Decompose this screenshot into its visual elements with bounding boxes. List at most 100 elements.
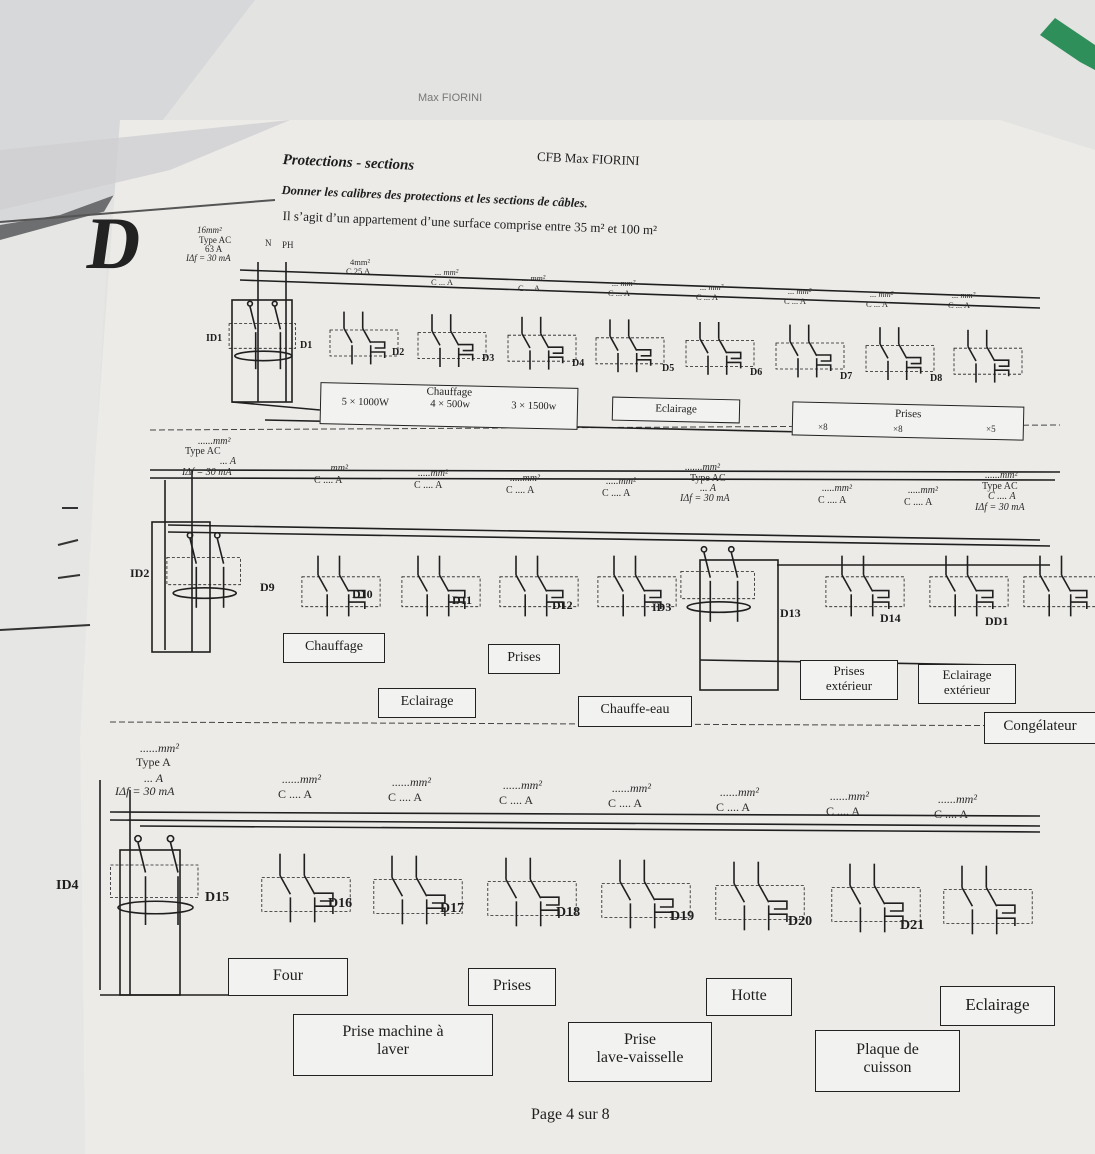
- row2-blank-section-2: .....mm²: [418, 468, 448, 479]
- row3-blank-rating-1: C .... A: [278, 787, 313, 801]
- id2-symbol: [166, 531, 241, 608]
- row3-blank-rating-6: C .... A: [826, 804, 861, 818]
- row2-blank-rating-2: C .... A: [414, 480, 443, 491]
- row1-d4-label: D4: [572, 358, 585, 369]
- id3-section: .......mm²: [685, 462, 720, 473]
- plaque-line1: Plaque de: [856, 1041, 919, 1058]
- dd1-rating: C .... A: [988, 491, 1016, 502]
- page-edge: [0, 199, 276, 223]
- breaker-D10-symbol: [401, 555, 481, 617]
- id1-label: ID1: [206, 333, 223, 344]
- heat-load-1: 5 × 1000W: [341, 396, 390, 409]
- row3-blank-section-4: ......mm²: [612, 781, 651, 795]
- row1-blank-section-1: ... mm²: [435, 267, 459, 277]
- row3-blank-rating-7: C .... A: [934, 807, 969, 821]
- id2-type: Type AC: [185, 446, 221, 457]
- machine-line2: laver: [377, 1041, 409, 1059]
- row1-d7-label: D7: [840, 371, 853, 382]
- id4-outline: [119, 849, 181, 996]
- busbar-2-lower-2: [167, 531, 1051, 547]
- supply-type: Type AC: [199, 235, 232, 245]
- breaker-D20-symbol: [831, 863, 921, 933]
- chauffage-box-2: Chauffage: [283, 633, 385, 663]
- breaker-D4-symbol: [595, 319, 665, 373]
- row3-blank-rating-4: C .... A: [608, 796, 643, 810]
- row2-blank-section-1: .....mm²: [318, 463, 348, 474]
- machine-line1: Prise machine à: [342, 1023, 444, 1040]
- row2-blank-rating-1: C .... A: [314, 475, 343, 486]
- row2-blank-section-5: .....mm²: [822, 483, 852, 494]
- row2-dd1-label: DD1: [985, 614, 1009, 628]
- eclairage-box: Eclairage: [611, 396, 741, 424]
- breaker-D2-symbol: [417, 314, 487, 367]
- chauffe-eau-box: Chauffe-eau: [578, 696, 692, 727]
- id2-rating: ... A: [220, 456, 236, 467]
- row3-blank-section-5: ......mm²: [720, 785, 759, 799]
- supply-section: 16mm²: [197, 225, 222, 235]
- id1-outline: [231, 299, 293, 403]
- prises-count-1: ×8: [818, 422, 828, 432]
- breaker-DD1-symbol: [1023, 555, 1095, 617]
- breaker-D21-symbol: [943, 865, 1033, 935]
- row3-d17-label: D17: [440, 901, 465, 916]
- id2-sensitivity: IΔf = 30 mA: [182, 467, 232, 478]
- neutral-label: N: [265, 238, 272, 248]
- busbar-3-lower: [139, 825, 1041, 833]
- row1-blank-section-7: ... mm²: [952, 290, 976, 300]
- row1-blank-rating-2: C ... A: [518, 283, 540, 293]
- row2-blank-section-4: .....mm²: [606, 476, 636, 487]
- row3-d16-label: D16: [328, 896, 353, 911]
- prises-count-3: ×5: [986, 424, 996, 434]
- congelateur-box: Congélateur: [984, 712, 1095, 744]
- id4-type: Type A: [136, 755, 171, 769]
- hotte-box: Hotte: [706, 978, 792, 1016]
- row2-d10-label: D10: [352, 587, 373, 601]
- breaker-D6-symbol: [775, 324, 845, 378]
- row1-blank-section-6: ... mm²: [870, 289, 894, 299]
- plaque-line2: cuisson: [863, 1059, 912, 1077]
- d1-section: 4mm²: [350, 257, 371, 267]
- breaker-D19-symbol: [715, 861, 805, 931]
- prises-exterieur-box: Prises extérieur: [800, 660, 898, 700]
- row3-blank-rating-2: C .... A: [388, 790, 423, 804]
- row3-blank-section-3: ......mm²: [503, 778, 542, 792]
- breaker-D1-symbol: [329, 311, 399, 365]
- row1-blank-section-5: ... mm²: [788, 286, 812, 296]
- busbar-3-bottom: [109, 819, 1041, 827]
- prises-box: Prises: [791, 401, 1025, 441]
- breaker-D15-symbol: [261, 853, 351, 923]
- breaker-D5-symbol: [685, 322, 755, 375]
- row-separator: [109, 721, 1095, 727]
- lave-line2: lave-vaisselle: [596, 1049, 684, 1067]
- id3-rating: ... A: [700, 483, 716, 494]
- chauffage-box: Chauffage 5 × 1000W 4 × 500w 3 × 1500w: [319, 382, 579, 430]
- lave-vaisselle-box: Prise lave-vaisselle: [568, 1022, 712, 1082]
- prises-exterieur-line1: Prises: [833, 663, 865, 678]
- machine-a-laver-box: Prise machine à laver: [293, 1014, 493, 1076]
- row3-blank-rating-3: C .... A: [499, 793, 534, 807]
- id4-rating: ... A: [144, 771, 164, 785]
- prises-count-2: ×8: [893, 424, 903, 434]
- id2-section: ......mm²: [198, 436, 231, 447]
- breaker-D12-symbol: [597, 555, 677, 617]
- d1-rating: C 25 A: [346, 266, 371, 276]
- row3-blank-section-6: ......mm²: [830, 789, 869, 803]
- row1-blank-section-2: ... mm²: [522, 273, 546, 283]
- row2-d13-label: D13: [780, 606, 801, 620]
- row1-blank-section-3: ... mm²: [612, 278, 636, 288]
- plaque-cuisson-box: Plaque de cuisson: [815, 1030, 960, 1092]
- four-box: Four: [228, 958, 348, 996]
- eclairage-exterieur-line1: Eclairage: [942, 667, 992, 682]
- row1-d8-label: D8: [930, 373, 943, 384]
- row1-blank-rating-3: C ... A: [608, 288, 630, 298]
- row3-d19-label: D19: [670, 909, 695, 924]
- page-number: Page 4 sur 8: [531, 1106, 610, 1123]
- row1-blank-rating-1: C ... A: [431, 277, 453, 287]
- dd1-type: Type AC: [982, 481, 1018, 492]
- row1-d1-label: D1: [300, 340, 313, 351]
- row2-blank-rating-5: C .... A: [818, 495, 847, 506]
- row2-id3-label: ID3: [652, 600, 672, 614]
- dd1-section: ......mm²: [985, 470, 1018, 481]
- heat-load-3: 3 × 1500w: [511, 400, 557, 413]
- breaker-D11-symbol: [499, 555, 579, 617]
